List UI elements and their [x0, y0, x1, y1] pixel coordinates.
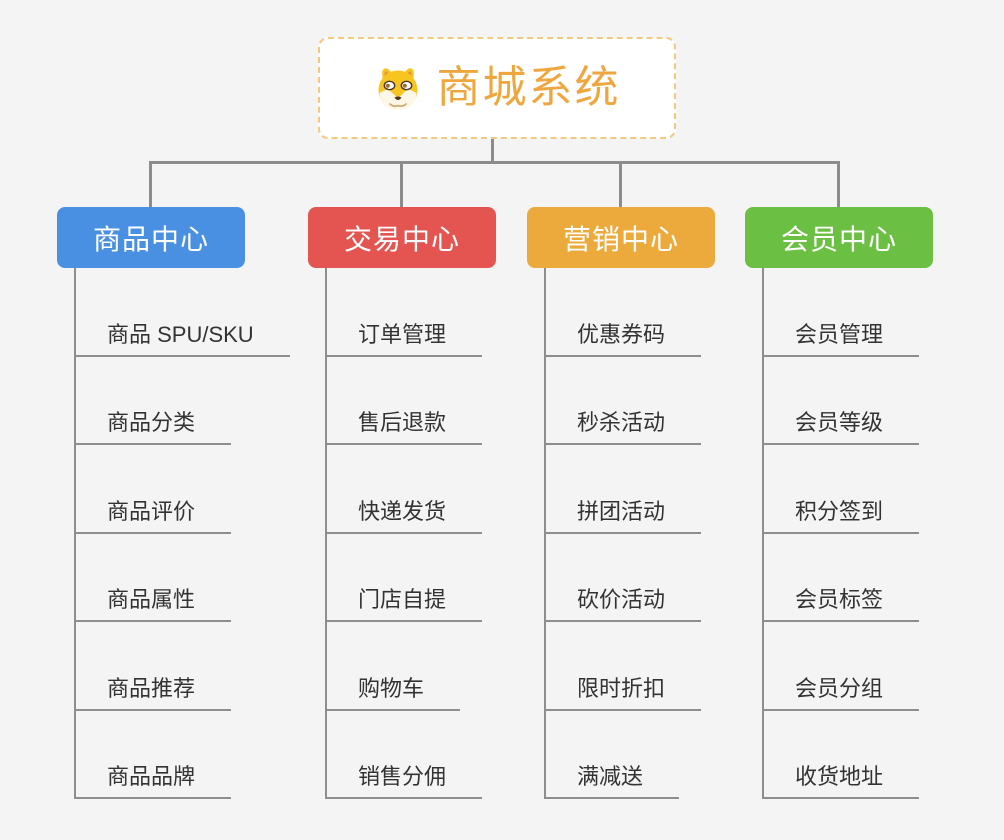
leaf-node[interactable]: 优惠券码: [546, 323, 702, 357]
leaf-row: 商品 SPU/SKU: [76, 268, 290, 357]
leaf-node[interactable]: 快递发货: [327, 500, 483, 534]
leaf-node[interactable]: 商品属性: [76, 589, 232, 622]
leaf-row: 商品推荐: [76, 622, 290, 711]
leaf-row: 商品分类: [76, 357, 290, 445]
leaf-node[interactable]: 商品分类: [76, 412, 232, 445]
leaf-node[interactable]: 满减送: [546, 766, 680, 799]
leaf-row: 会员管理: [764, 268, 933, 357]
leaf-node[interactable]: 销售分佣: [327, 766, 483, 799]
leaf-row: 售后退款: [327, 357, 496, 445]
leaf-node[interactable]: 砍价活动: [546, 589, 702, 622]
branch-group: 会员中心 会员管理 会员等级 积分签到 会员标签 会员分组 收货地址: [745, 161, 933, 799]
branch-node[interactable]: 商品中心: [57, 207, 245, 268]
leaf-row: 会员分组: [764, 622, 933, 711]
leaf-row: 秒杀活动: [546, 357, 715, 445]
root-node-title: 商城系统: [436, 63, 621, 112]
leaf-row: 积分签到: [764, 445, 933, 534]
connector-branch-drop: [149, 161, 152, 207]
connector-root-drop: [491, 139, 494, 164]
leaf-row: 优惠券码: [546, 268, 715, 357]
leaf-node[interactable]: 售后退款: [327, 412, 483, 445]
branch-group: 商品中心 商品 SPU/SKU 商品分类 商品评价 商品属性 商品推荐 商品品牌: [57, 161, 290, 799]
leaf-node[interactable]: 秒杀活动: [546, 412, 702, 445]
leaf-row: 收货地址: [764, 711, 933, 799]
leaf-row: 商品品牌: [76, 711, 290, 799]
leaf-node[interactable]: 拼团活动: [546, 500, 702, 534]
branch-children: 会员管理 会员等级 积分签到 会员标签 会员分组 收货地址: [762, 268, 933, 799]
branch-node-label: 商品中心: [92, 223, 209, 255]
branch-node[interactable]: 营销中心: [527, 207, 715, 268]
branch-node-label: 会员中心: [780, 223, 897, 255]
leaf-node[interactable]: 商品评价: [76, 500, 232, 534]
connector-branch-drop: [837, 161, 840, 207]
leaf-row: 满减送: [546, 711, 715, 799]
branch-node[interactable]: 交易中心: [308, 207, 496, 268]
connector-horizontal-line: [150, 161, 839, 164]
leaf-row: 会员等级: [764, 357, 933, 445]
leaf-node[interactable]: 会员等级: [764, 412, 920, 445]
root-node[interactable]: 商城系统: [318, 37, 676, 139]
leaf-row: 购物车: [327, 622, 496, 711]
leaf-row: 商品属性: [76, 534, 290, 622]
leaf-row: 销售分佣: [327, 711, 496, 799]
leaf-row: 砍价活动: [546, 534, 715, 622]
leaf-node[interactable]: 会员管理: [764, 323, 920, 357]
leaf-node[interactable]: 限时折扣: [546, 677, 702, 711]
branch-children: 订单管理 售后退款 快递发货 门店自提 购物车 销售分佣: [325, 268, 496, 799]
connector-branch-drop: [619, 161, 622, 207]
branch-group: 营销中心 优惠券码 秒杀活动 拼团活动 砍价活动 限时折扣 满减送: [527, 161, 715, 799]
leaf-node[interactable]: 积分签到: [764, 500, 920, 534]
shiba-dog-icon: [374, 64, 422, 112]
leaf-row: 门店自提: [327, 534, 496, 622]
leaf-node[interactable]: 订单管理: [327, 323, 483, 357]
branch-node-label: 交易中心: [343, 223, 460, 255]
leaf-row: 拼团活动: [546, 445, 715, 534]
leaf-row: 限时折扣: [546, 622, 715, 711]
leaf-node[interactable]: 会员标签: [764, 589, 920, 622]
branch-group: 交易中心 订单管理 售后退款 快递发货 门店自提 购物车 销售分佣: [308, 161, 496, 799]
branch-node-label: 营销中心: [562, 223, 679, 255]
leaf-row: 会员标签: [764, 534, 933, 622]
branch-node[interactable]: 会员中心: [745, 207, 933, 268]
leaf-node[interactable]: 商品推荐: [76, 677, 232, 711]
leaf-node[interactable]: 门店自提: [327, 589, 483, 622]
branch-children: 商品 SPU/SKU 商品分类 商品评价 商品属性 商品推荐 商品品牌: [74, 268, 290, 799]
leaf-node[interactable]: 购物车: [327, 677, 461, 711]
leaf-row: 商品评价: [76, 445, 290, 534]
leaf-node[interactable]: 商品 SPU/SKU: [76, 323, 290, 357]
leaf-node[interactable]: 商品品牌: [76, 766, 232, 799]
leaf-node[interactable]: 收货地址: [764, 766, 920, 799]
branch-children: 优惠券码 秒杀活动 拼团活动 砍价活动 限时折扣 满减送: [544, 268, 715, 799]
leaf-row: 订单管理: [327, 268, 496, 357]
leaf-node[interactable]: 会员分组: [764, 677, 920, 711]
leaf-row: 快递发货: [327, 445, 496, 534]
connector-branch-drop: [400, 161, 403, 207]
